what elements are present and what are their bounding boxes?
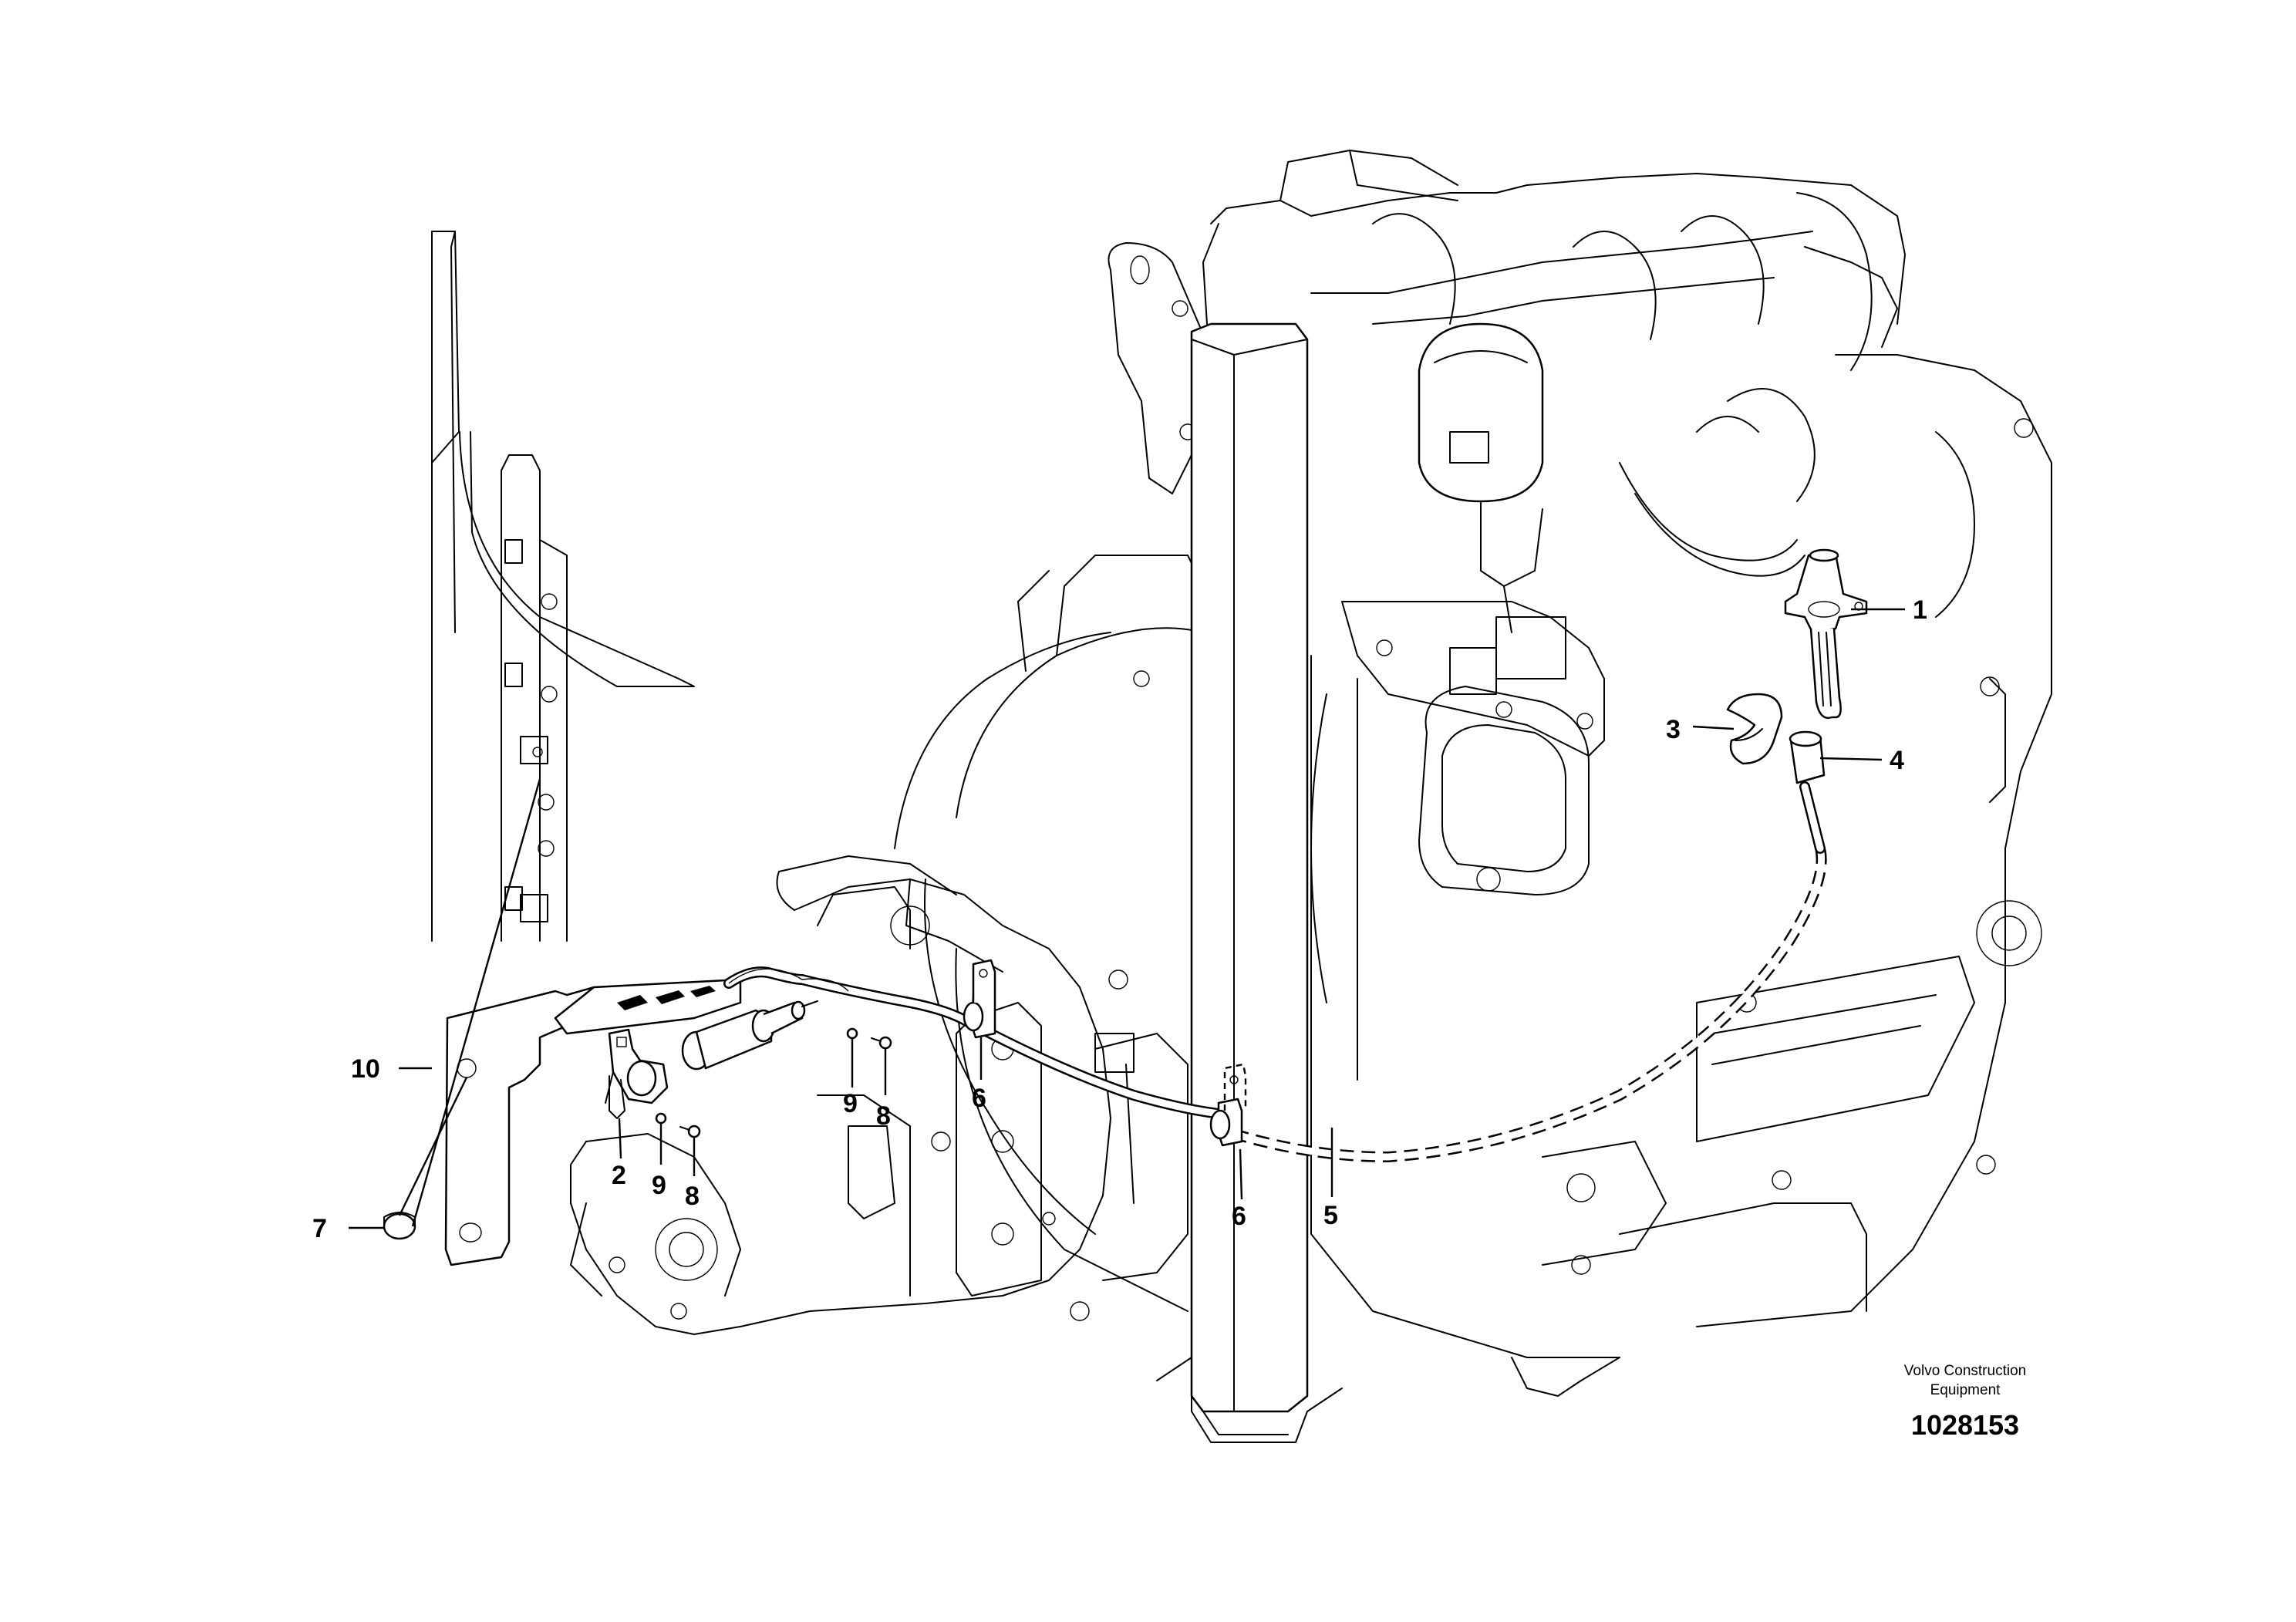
callout-4: 4 (1890, 746, 1904, 775)
credit-line-1: Volvo Construction (1904, 1363, 2026, 1379)
vertical-post (1156, 322, 1343, 1443)
callout-2: 2 (612, 1161, 626, 1190)
dipstick-sensor (1784, 548, 1868, 720)
title-block: Volvo Construction Equipment 1028153 (1904, 1363, 2026, 1441)
screw-8a (871, 1036, 892, 1050)
hose-clamp-6a (963, 959, 996, 1039)
screw-8b (679, 1125, 701, 1138)
callout-8-lower: 8 (685, 1182, 700, 1211)
protective-cap (1726, 693, 1783, 765)
drawing-number: 1028153 (1911, 1409, 2019, 1441)
level-sensor (681, 1000, 818, 1071)
callout-9-lower: 9 (652, 1171, 666, 1200)
frame-panel (431, 231, 695, 942)
screw-9a (846, 1027, 858, 1040)
leader-lines (349, 608, 1905, 1229)
callout-9-upper: 9 (843, 1089, 858, 1118)
screw-9b (655, 1112, 667, 1125)
callout-3: 3 (1666, 715, 1681, 744)
callout-labels: 1 2 3 4 5 6 6 7 8 8 9 9 10 (312, 595, 1927, 1243)
callout-1: 1 (1913, 595, 1927, 625)
callout-6-lower: 6 (1232, 1202, 1246, 1231)
callout-8-upper: 8 (876, 1101, 891, 1131)
credit-line-2: Equipment (1930, 1382, 2001, 1398)
hydraulic-pump (570, 855, 1188, 1335)
sleeve (1789, 730, 1826, 784)
flange-nut (383, 1212, 416, 1240)
mounting-bracket (444, 978, 742, 1266)
callout-7: 7 (312, 1214, 327, 1243)
sensor-clamp (605, 1028, 669, 1119)
fuel-filter (1418, 322, 1544, 633)
callout-10: 10 (351, 1054, 380, 1084)
callout-5: 5 (1323, 1201, 1338, 1230)
engine-block (1202, 150, 2052, 1397)
callout-6-upper: 6 (972, 1084, 986, 1113)
hose (723, 781, 1827, 1163)
hose-clamp-6b (1209, 1063, 1247, 1147)
